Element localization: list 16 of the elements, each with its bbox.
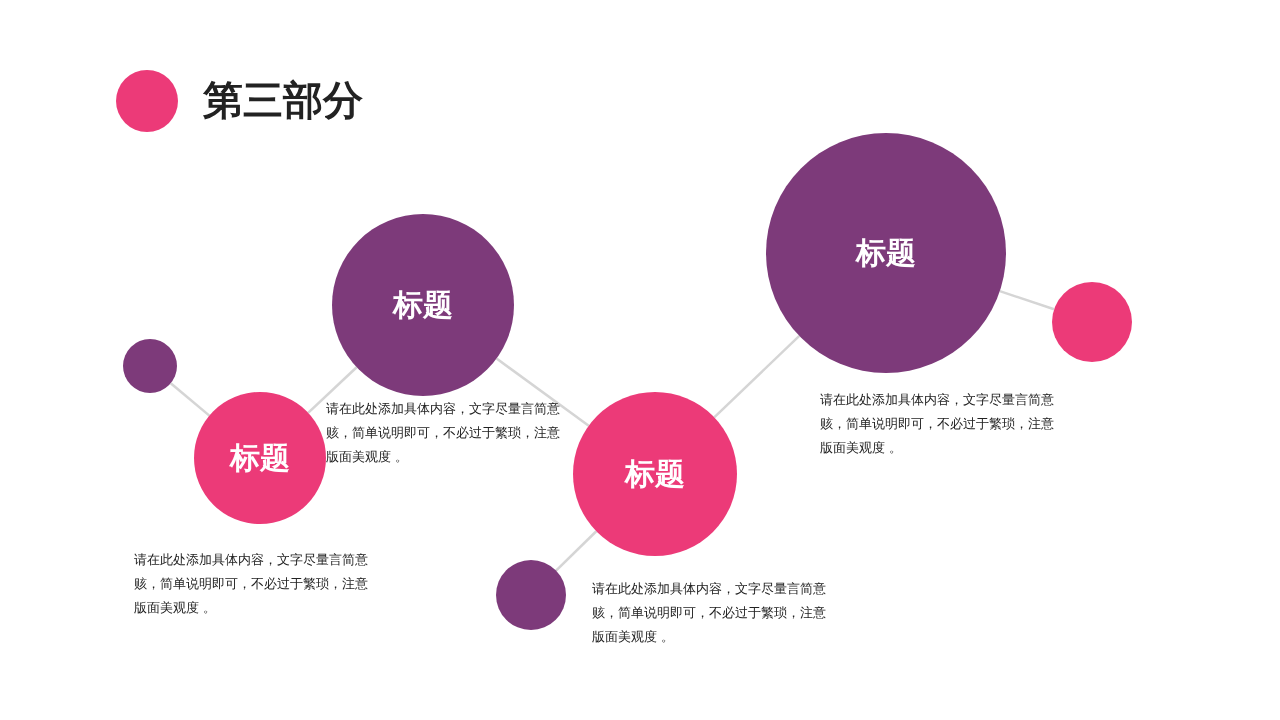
connector-line xyxy=(307,366,358,414)
circle-title: 标题 xyxy=(856,233,916,272)
description-text: 请在此处添加具体内容，文字尽量言简意赅，简单说明即可，不必过于繁琐，注意版面美观度 。 xyxy=(326,400,561,466)
circle-title: 标题 xyxy=(230,438,290,477)
circle-title: 标题 xyxy=(393,285,453,324)
connector-line xyxy=(555,530,598,572)
connector-line xyxy=(713,335,801,419)
connector-line xyxy=(495,357,590,427)
connector-line xyxy=(999,289,1055,311)
description-text: 请在此处添加具体内容，文字尽量言简意赅，简单说明即可，不必过于繁琐，注意版面美观度 。 xyxy=(592,580,827,646)
connector-line xyxy=(169,382,211,417)
description-text: 请在此处添加具体内容，文字尽量言简意赅，简单说明即可，不必过于繁琐，注意版面美观度 。 xyxy=(134,551,369,617)
title: 第三部分 xyxy=(203,76,363,125)
circle-title: 标题 xyxy=(625,454,685,493)
description-text: 请在此处添加具体内容，文字尽量言简意赅，简单说明即可，不必过于繁琐，注意版面美观度 。 xyxy=(820,391,1055,457)
dot-circle xyxy=(123,339,177,393)
